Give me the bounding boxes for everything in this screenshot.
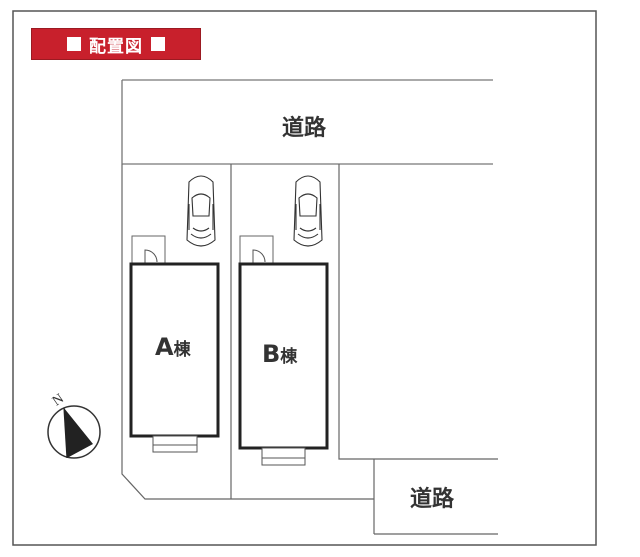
road-label-top: 道路 — [282, 116, 327, 141]
north-arrow-icon: N — [47, 391, 101, 459]
building-a-suffix: 棟 — [173, 340, 191, 360]
building-a-letter: A — [155, 333, 174, 361]
square-icon — [67, 37, 81, 51]
building-b-letter: B — [262, 340, 281, 368]
square-icon — [151, 37, 165, 51]
road-label-bottom: 道路 — [410, 487, 455, 512]
lot-boundaries — [121, 164, 498, 500]
building-b-label: B棟 — [262, 340, 297, 368]
building-b-suffix: 棟 — [280, 347, 298, 367]
outer-frame — [12, 10, 597, 546]
road-top-outline — [121, 79, 493, 165]
svg-text:N: N — [50, 391, 67, 409]
title-badge: 配置図 — [31, 28, 201, 60]
building-a — [129, 235, 220, 453]
car-icon — [186, 175, 216, 247]
title-text: 配置図 — [89, 36, 143, 57]
building-a-label: A棟 — [155, 333, 191, 361]
car-icon — [293, 175, 323, 247]
building-b — [238, 235, 329, 466]
road-bottom-outline — [373, 459, 498, 535]
